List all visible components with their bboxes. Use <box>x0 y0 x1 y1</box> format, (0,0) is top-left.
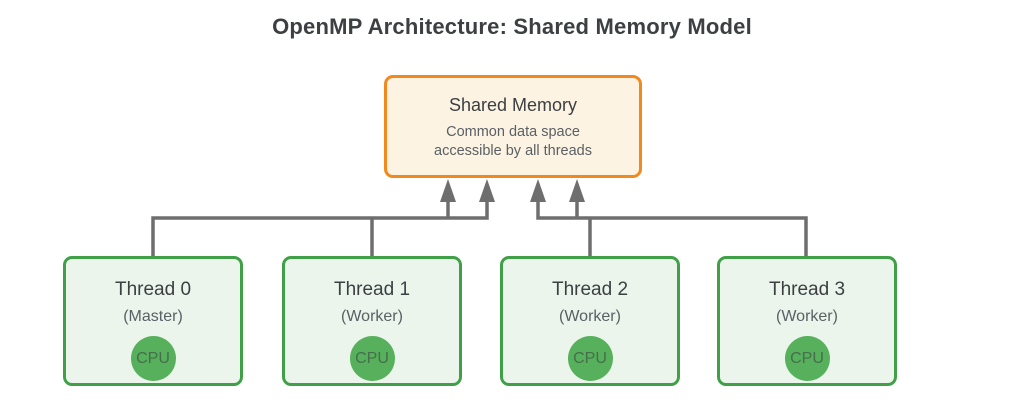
arrowhead-icon <box>569 179 585 202</box>
thread-0-node: Thread 0 (Master) CPU <box>63 256 243 386</box>
arrowhead-icon <box>530 179 546 202</box>
diagram-title: OpenMP Architecture: Shared Memory Model <box>272 14 752 39</box>
cpu-icon: CPU <box>130 336 176 381</box>
thread-2-role: (Worker) <box>559 308 621 325</box>
arrowhead-icon <box>479 179 495 202</box>
thread-1-title: Thread 1 <box>333 279 411 300</box>
connector-right-bus <box>536 200 808 257</box>
shared-memory-node: Shared Memory Common data space accessib… <box>384 75 642 178</box>
thread-2-title: Thread 2 <box>551 279 629 300</box>
arrowhead-icon <box>440 179 456 202</box>
shared-memory-title: Shared Memory <box>448 95 578 115</box>
cpu-icon: CPU <box>349 336 395 381</box>
shared-memory-subtitle-line2: accessible by all threads <box>434 143 592 159</box>
cpu-icon: CPU <box>567 336 613 381</box>
thread-1-role: (Worker) <box>341 308 403 325</box>
thread-3-title: Thread 3 <box>768 279 846 300</box>
connector-left-bus <box>151 200 489 257</box>
shared-memory-subtitle-line1: Common data space <box>446 124 580 140</box>
thread-3-role: (Worker) <box>776 308 838 325</box>
thread-1-node: Thread 1 (Worker) CPU <box>282 256 462 386</box>
thread-0-role: (Master) <box>123 308 183 325</box>
thread-3-node: Thread 3 (Worker) CPU <box>717 256 897 386</box>
shared-memory-subtitle: Common data space accessible by all thre… <box>434 123 592 161</box>
cpu-icon: CPU <box>784 336 830 381</box>
thread-2-node: Thread 2 (Worker) CPU <box>500 256 680 386</box>
thread-0-title: Thread 0 <box>114 279 192 300</box>
